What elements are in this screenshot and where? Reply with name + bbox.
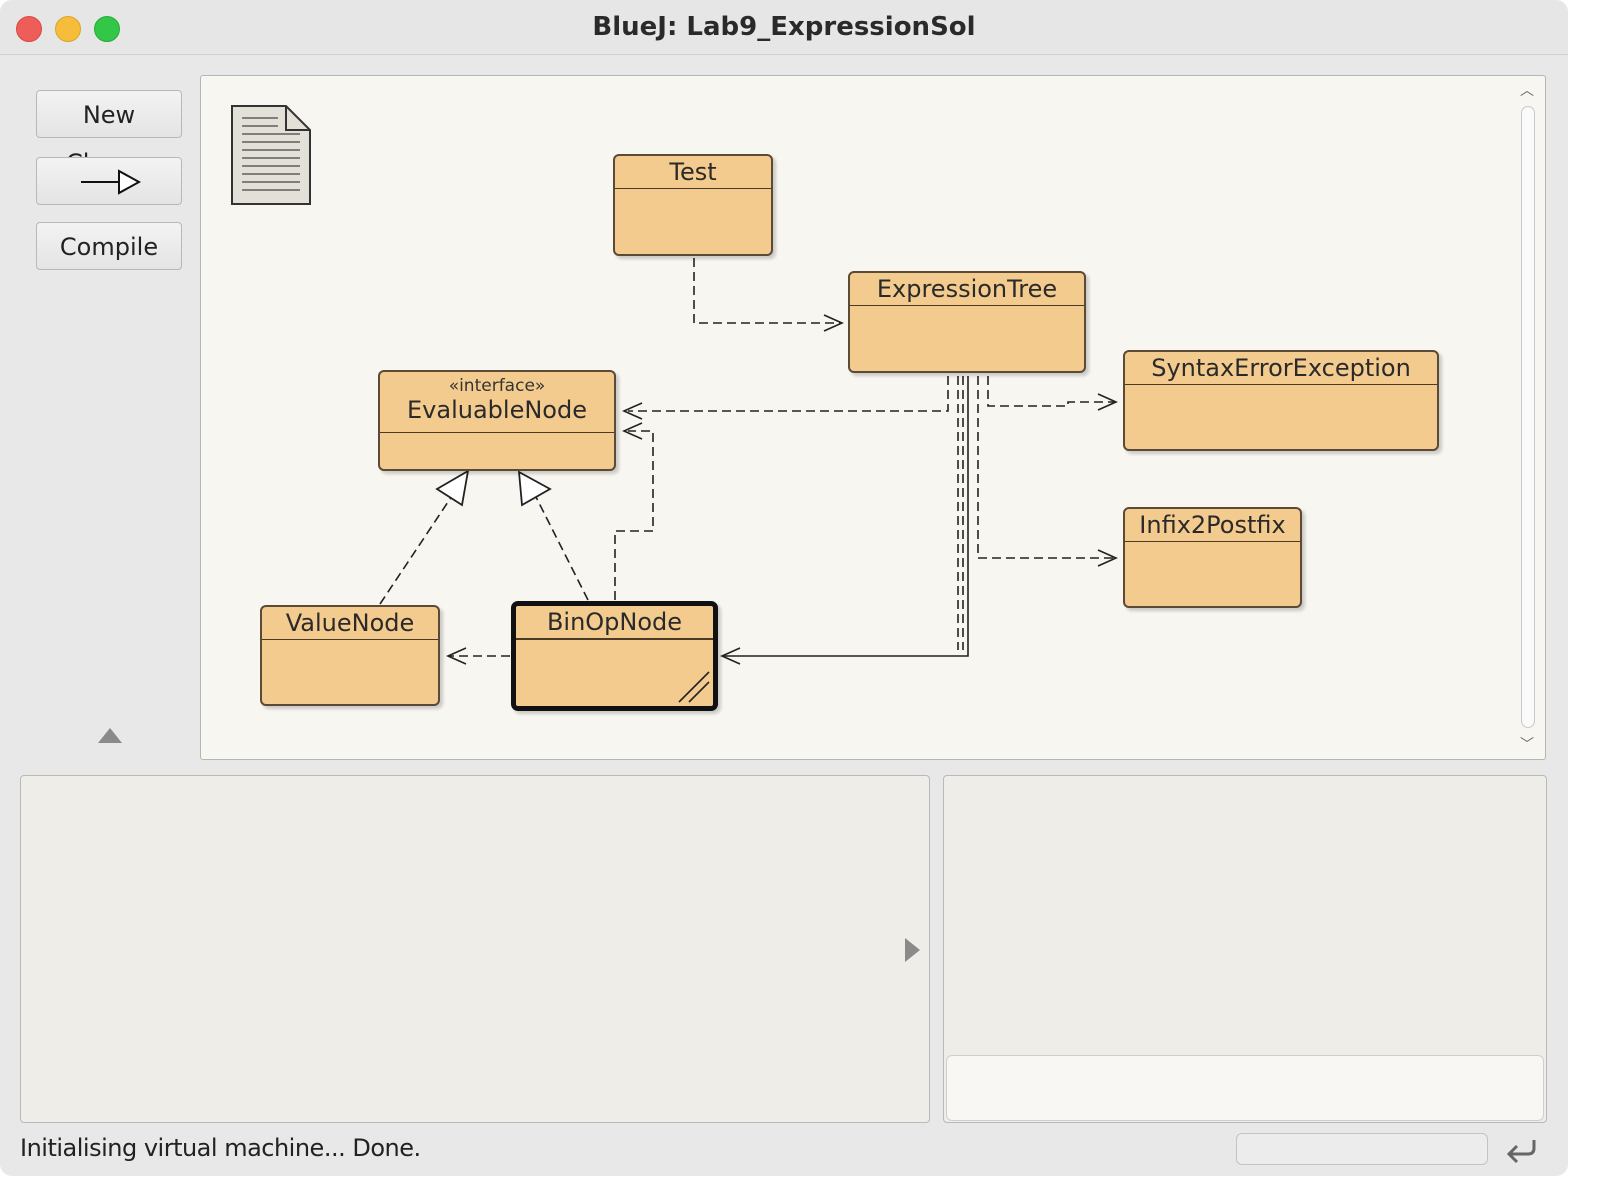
class-infix2postfix[interactable]: Infix2Postfix — [1123, 507, 1302, 608]
scroll-down-icon[interactable]: ﹀ — [1520, 736, 1534, 752]
class-name: EvaluableNode — [407, 396, 587, 424]
vm-progress-bar — [1236, 1133, 1488, 1165]
minimize-window-button[interactable] — [55, 16, 81, 42]
codepad-input[interactable] — [946, 1055, 1544, 1121]
class-name: SyntaxErrorException — [1125, 352, 1437, 385]
status-message: Initialising virtual machine... Done. — [20, 1134, 421, 1162]
expand-right-icon[interactable] — [905, 938, 920, 962]
object-bench-panel[interactable] — [20, 775, 930, 1123]
class-value-node[interactable]: ValueNode — [260, 605, 440, 706]
window-title: BlueJ: Lab9_ExpressionSol — [592, 12, 976, 42]
class-header: «interface» EvaluableNode — [380, 372, 614, 433]
class-syntax-error-exception[interactable]: SyntaxErrorException — [1123, 350, 1439, 451]
arrow-right-hollow-icon — [81, 169, 141, 195]
maximize-window-button[interactable] — [94, 16, 120, 42]
interface-stereotype: «interface» — [448, 376, 546, 396]
resize-handle-icon[interactable] — [675, 668, 711, 704]
class-binop-node[interactable]: BinOpNode — [511, 601, 718, 711]
class-expression-tree[interactable]: ExpressionTree — [848, 271, 1086, 373]
class-name: BinOpNode — [516, 606, 713, 640]
scrollbar-thumb[interactable] — [1521, 106, 1535, 728]
dependency-arrows — [379, 258, 1118, 665]
interface-evaluable-node[interactable]: «interface» EvaluableNode — [378, 370, 616, 471]
class-name: ExpressionTree — [850, 273, 1084, 306]
title-bar: BlueJ: Lab9_ExpressionSol — [0, 0, 1568, 55]
collapse-up-icon[interactable] — [98, 728, 122, 743]
close-window-button[interactable] — [16, 16, 42, 42]
compile-button[interactable]: Compile — [36, 222, 182, 270]
new-inheritance-button[interactable] — [36, 157, 182, 205]
readme-document-icon[interactable] — [230, 104, 314, 208]
reset-vm-icon[interactable] — [1504, 1134, 1540, 1168]
vertical-scrollbar[interactable]: ︿ ﹀ — [1516, 78, 1544, 758]
class-test[interactable]: Test — [613, 154, 773, 256]
class-name: Test — [615, 156, 771, 189]
class-name: ValueNode — [262, 607, 438, 640]
bluej-window: BlueJ: Lab9_ExpressionSol New Class... C… — [0, 0, 1568, 1176]
scroll-up-icon[interactable]: ︿ — [1520, 82, 1534, 98]
class-name: Infix2Postfix — [1125, 509, 1300, 542]
